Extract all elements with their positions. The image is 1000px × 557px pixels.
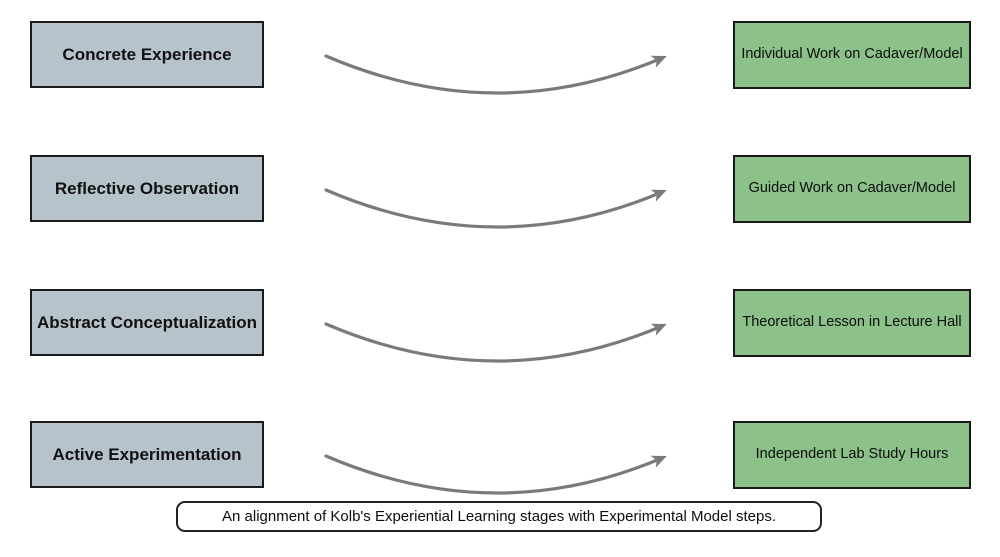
figure-caption: An alignment of Kolb's Experiential Lear… [176, 501, 822, 532]
model-step-box-independent-lab: Independent Lab Study Hours [733, 421, 971, 489]
curved-right-arrow-icon [324, 188, 667, 229]
alignment-row-3: Abstract Conceptualization Theoretical L… [0, 289, 1000, 363]
kolb-stage-box-active-experimentation: Active Experimentation [30, 421, 264, 488]
curved-right-arrow-icon [324, 454, 667, 495]
alignment-row-2: Reflective Observation Guided Work on Ca… [0, 155, 1000, 229]
alignment-row-4: Active Experimentation Independent Lab S… [0, 421, 1000, 495]
kolb-stage-box-reflective-observation: Reflective Observation [30, 155, 264, 222]
curved-right-arrow-icon [324, 54, 667, 95]
kolb-stage-box-abstract-conceptualization: Abstract Conceptualization [30, 289, 264, 356]
kolb-stage-box-concrete-experience: Concrete Experience [30, 21, 264, 88]
model-step-box-theoretical-lesson: Theoretical Lesson in Lecture Hall [733, 289, 971, 357]
curved-right-arrow-icon [324, 322, 667, 363]
model-step-box-individual-work: Individual Work on Cadaver/Model [733, 21, 971, 89]
model-step-box-guided-work: Guided Work on Cadaver/Model [733, 155, 971, 223]
alignment-row-1: Concrete Experience Individual Work on C… [0, 21, 1000, 95]
